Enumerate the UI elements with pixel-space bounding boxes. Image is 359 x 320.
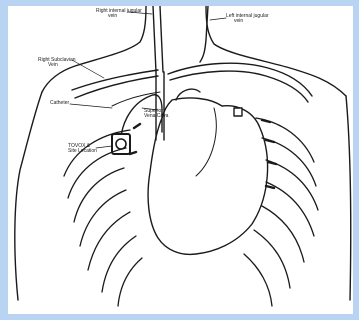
connector-device	[234, 108, 242, 116]
label-right-jugular-line1: Right internal jugular	[96, 9, 142, 14]
label-right-jugular: Right internal jugular vein	[96, 9, 142, 19]
heart-outline	[148, 98, 267, 254]
label-port: TOVOX & Site Location	[68, 144, 97, 154]
right-ribs	[64, 130, 142, 306]
label-catheter: Catheter	[50, 101, 69, 106]
label-left-jugular-line1: Left internal jugular	[226, 14, 269, 19]
label-left-jugular-line2: vein	[226, 19, 269, 24]
right-subclavian-vein	[72, 70, 158, 98]
rib-tips	[130, 120, 276, 188]
label-left-jugular: Left internal jugular vein	[226, 14, 269, 24]
left-body-outline	[15, 92, 42, 300]
label-svc: Superior Vena Cava	[144, 109, 168, 119]
label-right-subclavian-line2: Vein	[38, 63, 76, 68]
label-catheter-text: Catheter	[50, 101, 69, 106]
label-right-subclavian: Right Subclavian Vein	[38, 58, 76, 68]
leader-lines	[70, 12, 226, 148]
heart-inner-line	[196, 108, 216, 176]
label-svc-line2: Vena Cava	[144, 114, 168, 119]
label-right-jugular-line2: vein	[96, 14, 142, 19]
left-ribs	[244, 118, 318, 306]
right-jugular-vein	[153, 6, 163, 72]
right-body-outline	[346, 96, 351, 300]
label-port-line2: Site Location	[68, 149, 97, 154]
left-subclavian-vein	[168, 63, 312, 102]
diagram-frame: Right internal jugular vein Left interna…	[8, 6, 353, 314]
catheter-tube	[112, 92, 160, 106]
anatomy-drawing	[8, 6, 353, 314]
